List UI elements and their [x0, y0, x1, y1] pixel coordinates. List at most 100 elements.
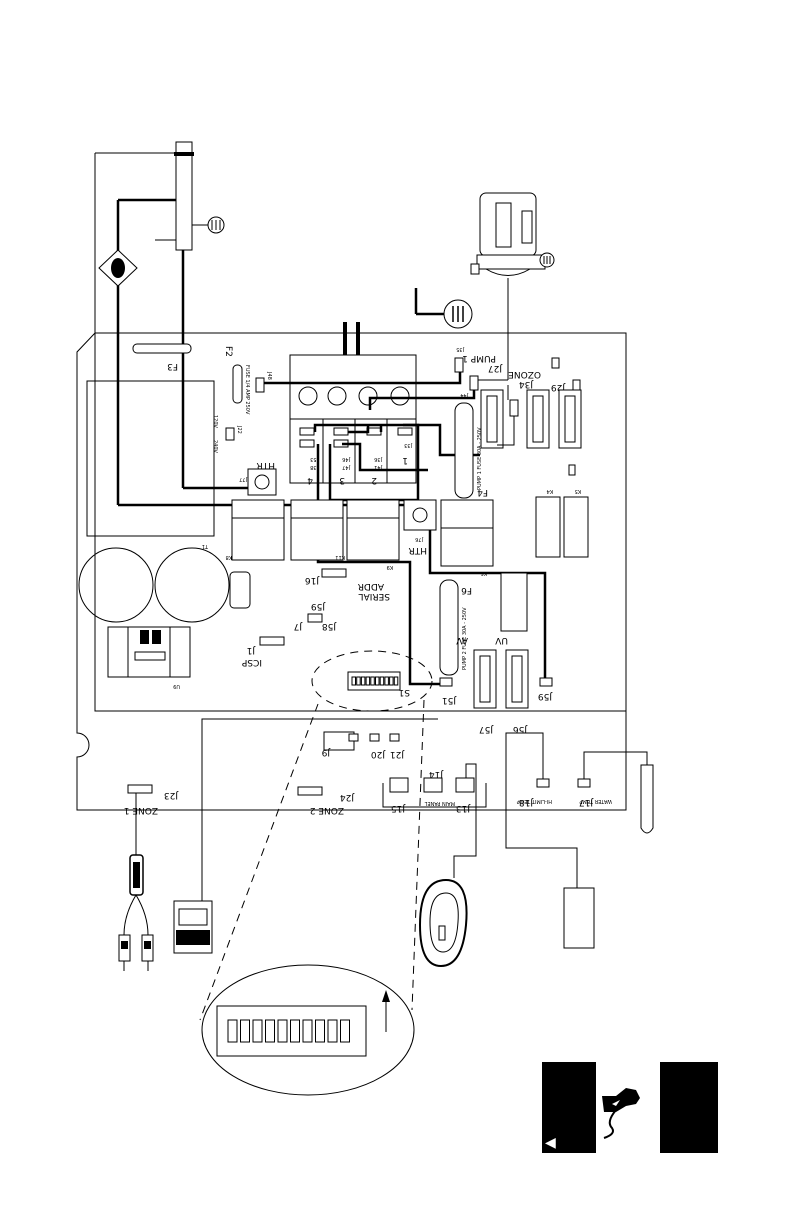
- svg-text:J53: J53: [310, 456, 319, 462]
- dip-switch-position-9: [327, 1019, 338, 1043]
- svg-text:J56: J56: [513, 724, 528, 734]
- warning-arrow: ◀: [545, 1135, 556, 1151]
- svg-text:120V: 120V: [212, 415, 218, 429]
- heater-relay-j77: [247, 468, 277, 496]
- external-devices: [118, 718, 654, 971]
- dip-switch-small-position-7: [379, 676, 385, 686]
- svg-text:J33: J33: [404, 442, 413, 448]
- svg-text:WATER TEMP: WATER TEMP: [579, 798, 612, 804]
- svg-text:J59: J59: [311, 601, 326, 611]
- svg-text:J35: J35: [456, 346, 465, 352]
- svg-text:FUSE 1/4 AMP 250V: FUSE 1/4 AMP 250V: [244, 365, 250, 415]
- svg-text:F2: F2: [223, 346, 233, 357]
- svg-text:J44: J44: [460, 392, 469, 398]
- dip-switch-position-8: [315, 1019, 325, 1043]
- connector-j16: [321, 568, 347, 578]
- svg-text:J51: J51: [442, 695, 457, 705]
- dip-switch-small-position-5: [370, 676, 375, 686]
- connector-j59: [539, 677, 553, 687]
- dip-switch-small-position-9: [389, 676, 394, 686]
- svg-text:J1: J1: [247, 645, 256, 655]
- svg-text:PUMP 2 FUSE 30A - 250V: PUMP 2 FUSE 30A - 250V: [462, 607, 468, 670]
- svg-text:K11: K11: [335, 554, 345, 560]
- svg-text:MAIN PANEL: MAIN PANEL: [424, 800, 455, 806]
- chassis-ground: [414, 288, 473, 329]
- connector-j17: [577, 778, 591, 788]
- svg-text:J29: J29: [551, 382, 566, 392]
- connector-j1: [259, 636, 285, 646]
- warning-panel: ◀: [542, 1062, 718, 1153]
- svg-text:F6: F6: [461, 585, 472, 595]
- svg-text:HTR: HTR: [408, 545, 427, 555]
- svg-text:J20: J20: [371, 749, 386, 759]
- svg-text:HI-LIMIT TEMP: HI-LIMIT TEMP: [517, 798, 552, 804]
- svg-text:J22: J22: [236, 425, 242, 434]
- connector-j14: [423, 777, 443, 793]
- connector-j44: [469, 375, 479, 391]
- svg-text:J13: J13: [456, 803, 471, 813]
- heater-element: [175, 141, 193, 251]
- svg-text:J76: J76: [415, 536, 424, 542]
- dip-switch-position-7: [302, 1019, 313, 1043]
- svg-text:J23: J23: [164, 790, 179, 800]
- svg-text:J38: J38: [310, 464, 319, 470]
- capacitor-1: [78, 547, 154, 623]
- dip-switch-small-position-10: [393, 676, 399, 686]
- svg-text:K5: K5: [575, 488, 581, 494]
- connector-j24: [297, 786, 323, 796]
- svg-text:AV: AV: [455, 635, 468, 645]
- dip-switch-zoom: [199, 699, 425, 1096]
- heater-relay-j76: [403, 499, 437, 531]
- relay-k5: [563, 496, 589, 558]
- dip-switch-small-position-2: [356, 676, 361, 686]
- component-u: [500, 572, 528, 632]
- svg-text:J21: J21: [390, 749, 405, 759]
- svg-text:J27: J27: [488, 363, 503, 373]
- connector-j23: [127, 784, 153, 794]
- svg-text:J41: J41: [374, 464, 383, 470]
- fuse-f6: [439, 579, 459, 676]
- svg-text:SERIAL: SERIAL: [359, 591, 390, 601]
- hi-limit-sensor: [563, 887, 595, 949]
- pump-motor: [470, 192, 555, 381]
- svg-text:J59: J59: [538, 691, 553, 701]
- connector-j13: [455, 777, 475, 793]
- svg-text:1: 1: [402, 455, 408, 465]
- fuse-f3: [132, 343, 192, 354]
- svg-text:J47: J47: [342, 464, 351, 470]
- svg-text:J14: J14: [429, 769, 444, 779]
- svg-text:ZONE 2: ZONE 2: [310, 805, 344, 815]
- connector-j35: [454, 357, 464, 373]
- dip-switch-small-position-6: [375, 676, 380, 686]
- svg-text:ADDR: ADDR: [358, 581, 384, 591]
- dip-switch-position-2: [240, 1019, 250, 1043]
- svg-text:K8: K8: [226, 554, 232, 560]
- connector-j48: [255, 377, 265, 393]
- svg-text:HTR: HTR: [256, 460, 275, 470]
- dip-switch-small-position-1: [351, 676, 356, 686]
- svg-text:K9: K9: [387, 564, 393, 570]
- svg-text:U9: U9: [173, 683, 180, 689]
- svg-text:4: 4: [307, 475, 313, 485]
- dip-switch-position-10: [340, 1019, 350, 1043]
- svg-text:J48: J48: [266, 371, 272, 380]
- dip-switch-position-3: [252, 1019, 263, 1043]
- svg-text:J58: J58: [322, 621, 337, 631]
- relay-k4: [535, 496, 561, 558]
- dip-switch-small-position-3: [360, 676, 366, 686]
- svg-text:F3: F3: [167, 361, 178, 371]
- terminal-block: J53 J38 4 J46 J47 3 J36 J41 2 J33 1: [289, 322, 417, 485]
- dip-switch-small-position-8: [384, 676, 389, 686]
- dip-switch-position-4: [265, 1019, 275, 1043]
- transformer: [86, 380, 215, 537]
- connector-j18: [536, 778, 550, 788]
- svg-text:UV: UV: [494, 635, 508, 645]
- pressure-switch: [98, 249, 138, 287]
- svg-text:J77: J77: [239, 476, 248, 482]
- capacitor-2: [154, 547, 230, 623]
- fuse-f2: [232, 364, 243, 404]
- svg-text:J36: J36: [374, 456, 383, 462]
- dip-switch-small-position-4: [365, 676, 371, 686]
- svg-text:K6: K6: [481, 570, 487, 576]
